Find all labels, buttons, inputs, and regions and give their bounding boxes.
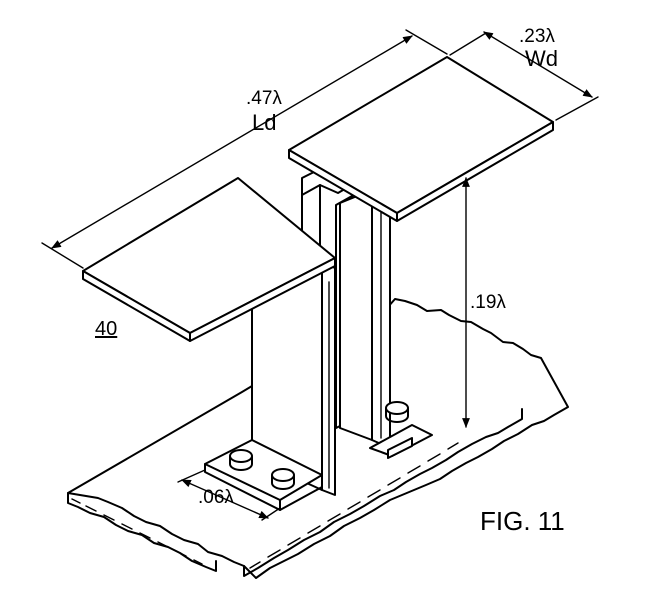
- width-value-label: .23λ: [519, 26, 555, 47]
- spacing-value-label: .06λ: [198, 487, 234, 508]
- length-symbol-label: Ld: [252, 110, 276, 135]
- left-post: [204, 261, 336, 511]
- reference-numeral: 40: [95, 318, 117, 340]
- figure-caption: FIG. 11: [480, 506, 565, 536]
- height-value-label: .19λ: [470, 292, 506, 313]
- dimension-lengths: [41, 29, 599, 521]
- length-value-label: .47λ: [246, 88, 282, 109]
- width-symbol-label: Wd: [525, 46, 558, 71]
